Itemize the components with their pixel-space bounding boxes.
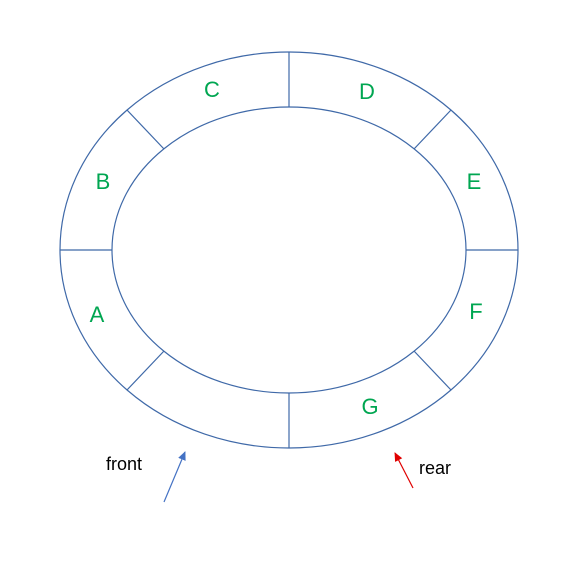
rear-arrow bbox=[394, 452, 414, 489]
slot-d-label: D bbox=[359, 79, 375, 104]
slot-a-label: A bbox=[90, 302, 105, 327]
inner-ring bbox=[111, 106, 467, 394]
divider-bottom-right bbox=[413, 350, 452, 391]
slot-f-label: F bbox=[469, 299, 482, 324]
slot-c-label: C bbox=[204, 77, 220, 102]
front-arrow bbox=[163, 451, 186, 503]
divider-top-right bbox=[413, 109, 452, 150]
slot-b-label: B bbox=[96, 169, 111, 194]
divider-top-left bbox=[126, 109, 165, 150]
divider-bottom-left bbox=[126, 350, 165, 391]
slot-g-label: G bbox=[361, 394, 378, 419]
front-label: front bbox=[106, 454, 142, 474]
rear-label: rear bbox=[419, 458, 451, 478]
slot-e-label: E bbox=[467, 169, 482, 194]
